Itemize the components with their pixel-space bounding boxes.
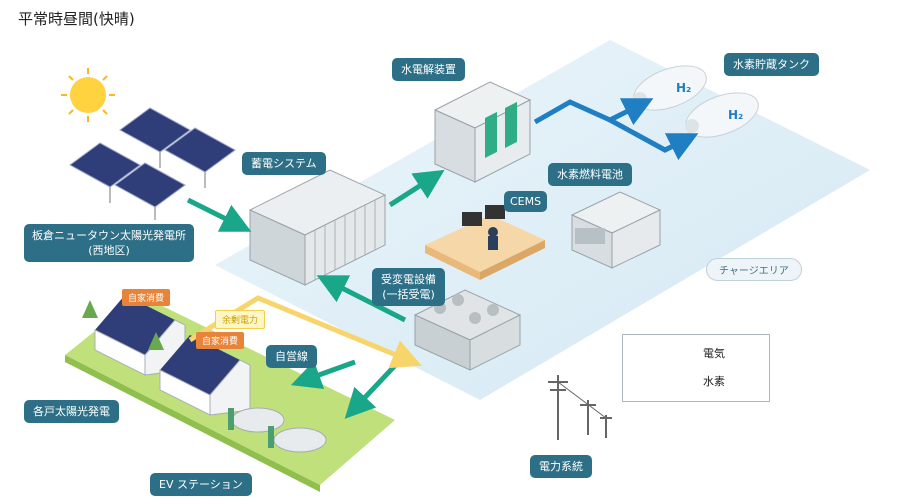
page-title: 平常時昼間(快晴) <box>18 10 135 28</box>
label-charge-area: チャージエリア <box>706 258 802 281</box>
label-self-line: 自営線 <box>266 345 317 368</box>
label-substation: 受変電設備 (一括受電) <box>372 268 445 306</box>
legend-hydrogen-label: 水素 <box>703 375 725 388</box>
label-storage-system: 蓄電システム <box>242 152 326 175</box>
arrow-electrolyzer-to-tank-2 <box>608 117 699 161</box>
tag-self-consumption-2: 自家消費 <box>196 332 245 349</box>
h2-mark-2: H₂ <box>728 108 743 122</box>
legend-row-electricity: 電気 <box>697 345 725 361</box>
label-power-grid: 電力系統 <box>530 455 592 478</box>
fuel-cell-icon <box>570 191 662 269</box>
arrow-substation-to-storage <box>316 275 407 323</box>
arrow-solar-to-storage <box>186 197 252 232</box>
legend-electricity-label: 電気 <box>703 347 725 360</box>
cems-control-room-icon <box>425 205 545 280</box>
hydrogen-flow-arrows <box>533 98 699 161</box>
label-cems: CEMS <box>504 191 548 212</box>
label-substation-line1: 受変電設備 <box>381 273 436 286</box>
label-rooftop-solar: 各戸太陽光発電 <box>24 400 119 423</box>
solar-panel-field-icon <box>69 107 236 220</box>
label-ev-station: EV ステーション <box>150 473 252 496</box>
label-solar-plant: 板倉ニュータウン太陽光発電所 (西地区) <box>24 224 194 262</box>
label-solar-plant-line1: 板倉ニュータウン太陽光発電所 <box>32 229 186 242</box>
arrow-storage-to-electrolyzer <box>388 169 445 208</box>
arrow-self-line-to-houses <box>290 359 356 390</box>
label-fuel-cell: 水素燃料電池 <box>548 163 632 186</box>
power-pole-icon <box>548 375 612 440</box>
label-solar-plant-line2: (西地区) <box>88 244 130 257</box>
arrow-substation-to-ev <box>344 353 407 419</box>
tag-self-consumption-1: 自家消費 <box>122 289 171 306</box>
housing-ground-edge <box>65 355 320 492</box>
storage-container-icon <box>248 169 387 286</box>
surplus-power-flow <box>188 295 422 369</box>
arrow-electrolyzer-to-tank-1 <box>533 98 654 126</box>
h2-mark-1: H₂ <box>676 81 691 95</box>
tag-surplus-power: 余剰電力 <box>215 310 266 329</box>
legend: 電気 水素 <box>622 334 770 402</box>
label-substation-line2: (一括受電) <box>382 288 435 301</box>
label-electrolyzer: 水電解装置 <box>392 58 465 81</box>
label-hydrogen-tank: 水素貯蔵タンク <box>724 53 819 76</box>
sun-icon <box>61 68 115 122</box>
electrolyzer-icon <box>433 81 532 183</box>
legend-row-hydrogen: 水素 <box>697 373 725 389</box>
ev-car-icon <box>228 407 327 453</box>
house-icon <box>82 295 251 416</box>
